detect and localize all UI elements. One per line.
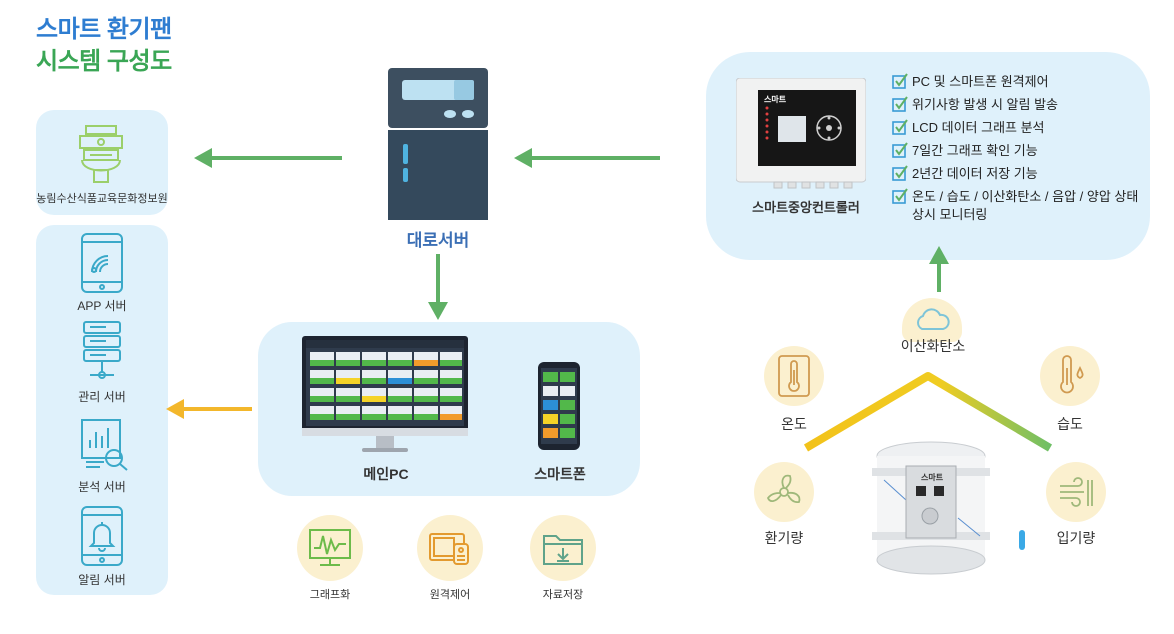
main-pc-monitor: [302, 336, 470, 461]
graph-function-label: 그래프화: [309, 589, 351, 601]
thermometer-icon: [778, 355, 810, 397]
remote-function: [417, 515, 483, 581]
graph-function: [297, 515, 363, 581]
feature-item: 7일간 그래프 확인 기능: [892, 137, 1152, 160]
graph-monitor-icon: [309, 529, 351, 566]
feature-text: PC 및 스마트폰 원격제어: [912, 74, 1049, 89]
humidity-icon: [1060, 355, 1084, 394]
arrow-server-to-clients: [436, 254, 440, 304]
house-outline: [800, 370, 1070, 615]
arrow-to-servers: [182, 407, 252, 411]
remote-control-icon: [429, 533, 469, 565]
co2-label: 이산화탄소: [900, 338, 966, 354]
checkbox-icon: [892, 73, 908, 89]
arrow-sensors-to-controller-head: [929, 246, 949, 264]
alert-server-label: 알림 서버: [78, 573, 126, 587]
arrow-to-org: [210, 156, 342, 160]
analysis-server-label: 분석 서버: [78, 480, 126, 494]
controller-device: [735, 77, 867, 195]
org-label: 농림수산식품교육문화정보원: [36, 193, 168, 205]
feature-text: LCD 데이터 그래프 분석: [912, 120, 1045, 135]
feature-text: 7일간 그래프 확인 기능: [912, 143, 1038, 158]
server-tower-icon: [388, 68, 488, 225]
arrow-controller-to-server-head: [514, 148, 532, 168]
feature-item: 위기사항 발생 시 알림 발송: [892, 91, 1152, 114]
feature-item: PC 및 스마트폰 원격제어: [892, 68, 1152, 91]
feature-item: LCD 데이터 그래프 분석: [892, 114, 1152, 137]
arrow-sensors-to-controller: [937, 262, 941, 292]
co2-sensor: [902, 298, 962, 342]
institution-icon: [76, 124, 126, 191]
intake-label: 입기량: [1056, 530, 1096, 546]
storage-function-label: 자료저장: [542, 589, 584, 601]
exhaust-sensor: [754, 462, 814, 522]
proxy-server-label: 대로서버: [406, 231, 470, 250]
checkbox-icon: [892, 119, 908, 135]
arrow-controller-to-server: [530, 156, 660, 160]
controller-device-brand: 스마트: [764, 95, 787, 104]
folder-save-icon: [543, 535, 583, 565]
bell-mobile-icon: [80, 505, 124, 572]
mobile-app-icon: [80, 232, 124, 299]
fan-icon: [766, 474, 801, 504]
feature-item: 온도 / 습도 / 이산화탄소 / 음압 / 양압 상태 상시 모니터링: [892, 183, 1152, 224]
server-panel: [36, 225, 168, 595]
title-line-1: 스마트 환기팬: [36, 16, 172, 43]
smartphone-device: [538, 362, 584, 457]
feature-text: 온도 / 습도 / 이산화탄소 / 음압 / 양압 상태 상시 모니터링: [912, 189, 1139, 222]
checkbox-icon: [892, 188, 908, 204]
checkbox-icon: [892, 96, 908, 112]
arrow-to-servers-head: [166, 399, 184, 419]
page-title: 스마트 환기팬 시스템 구성도: [36, 14, 172, 78]
temperature-label: 온도: [781, 416, 807, 432]
arrow-server-to-clients-head: [428, 302, 448, 320]
title-line-2: 시스템 구성도: [36, 48, 172, 75]
feature-text: 위기사항 발생 시 알림 발송: [912, 97, 1059, 112]
temperature-sensor: [764, 346, 824, 406]
analytics-icon: [80, 418, 130, 477]
server-rack-icon: [80, 320, 124, 387]
feature-item: 2년간 데이터 저장 기능: [892, 160, 1152, 183]
arrow-to-org-head: [194, 148, 212, 168]
storage-function: [530, 515, 596, 581]
controller-label: 스마트중앙컨트롤러: [752, 200, 860, 215]
feature-text: 2년간 데이터 저장 기능: [912, 166, 1038, 181]
management-server-label: 관리 서버: [78, 390, 126, 404]
humidity-label: 습도: [1057, 416, 1083, 432]
remote-function-label: 원격제어: [429, 589, 471, 601]
smart-fan: [872, 440, 990, 585]
exhaust-label: 환기량: [764, 530, 804, 546]
app-server-label: APP 서버: [77, 299, 127, 313]
checkbox-icon: [892, 142, 908, 158]
wind-icon: [1060, 477, 1093, 507]
cloud-icon: [917, 308, 950, 330]
controller-feature-list: PC 및 스마트폰 원격제어 위기사항 발생 시 알림 발송 LCD 데이터 그…: [892, 68, 1152, 224]
org-panel: [36, 110, 168, 215]
main-pc-label: 메인PC: [363, 466, 409, 482]
fan-brand: 스마트: [921, 473, 944, 482]
smartphone-label: 스마트폰: [534, 466, 586, 482]
humidity-sensor: [1040, 346, 1100, 406]
intake-sensor: [1046, 462, 1106, 522]
checkbox-icon: [892, 165, 908, 181]
